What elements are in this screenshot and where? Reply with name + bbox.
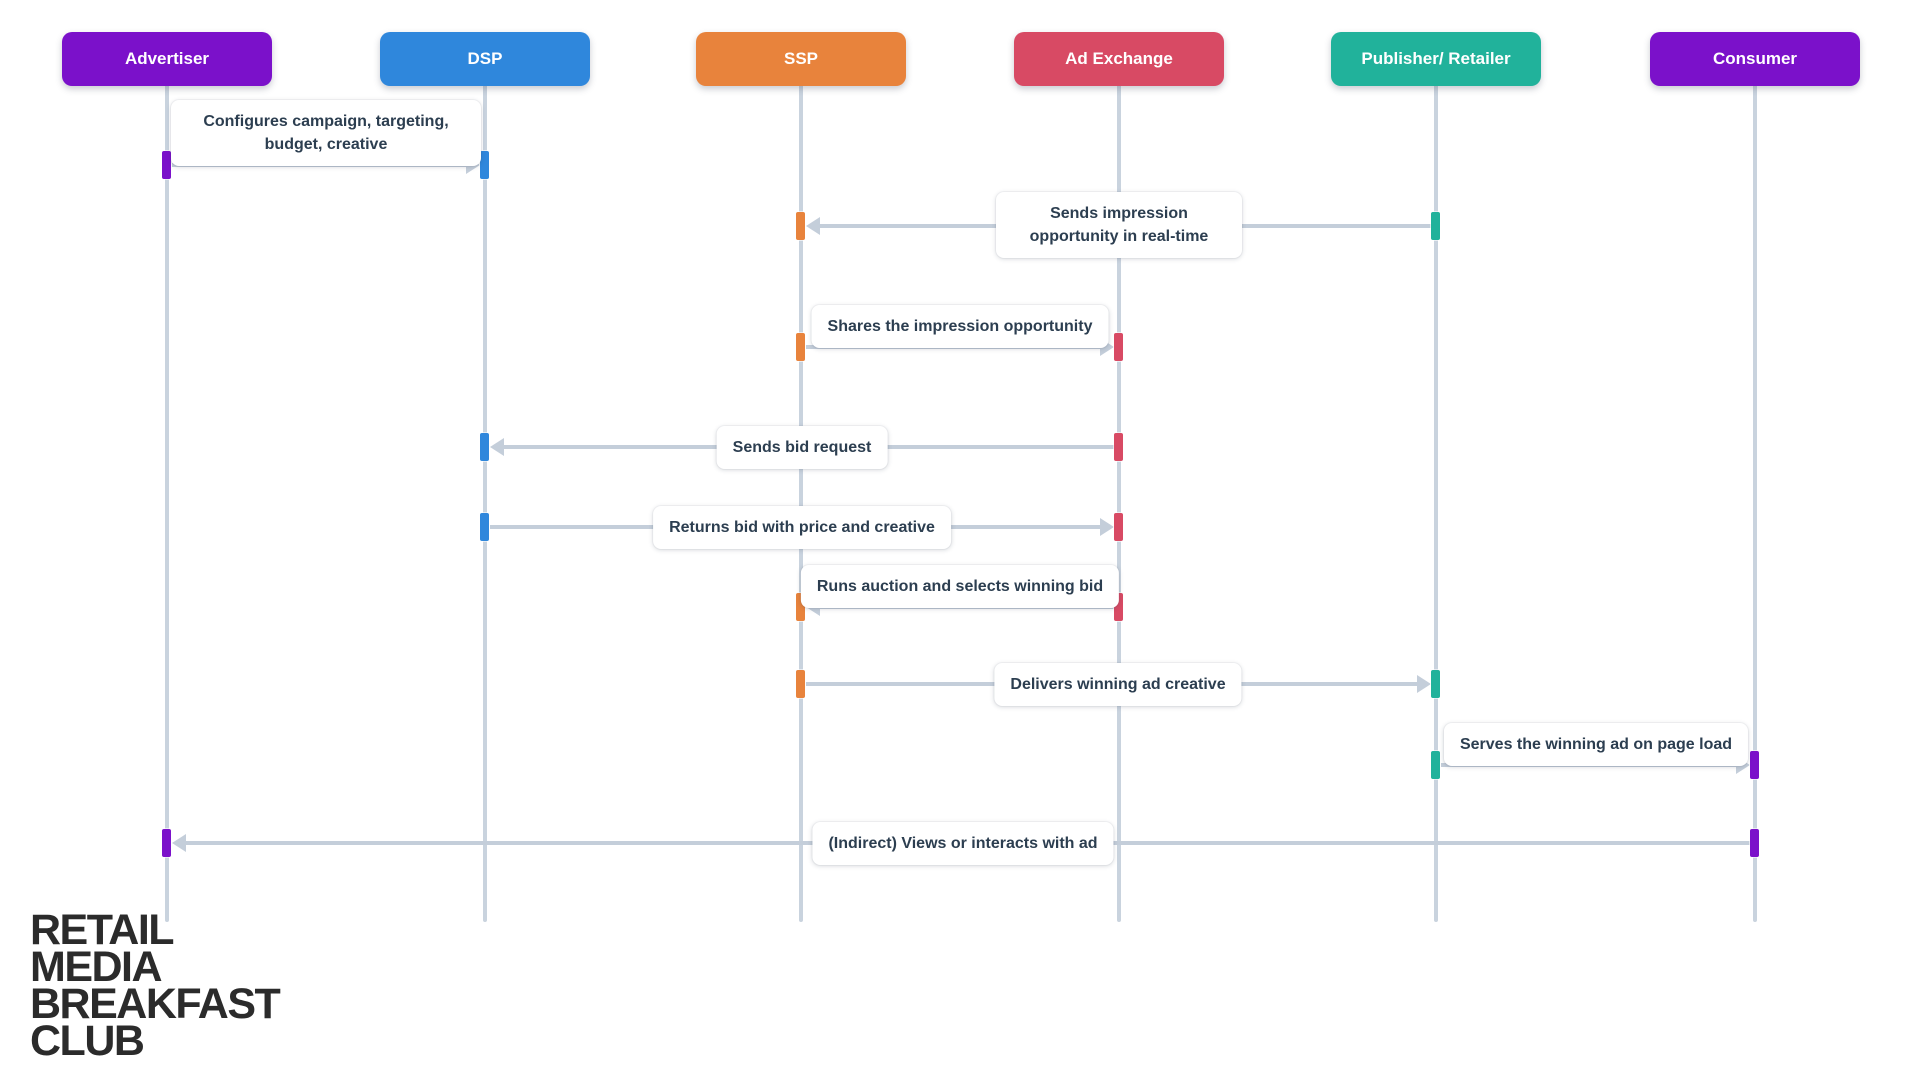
logo-line: RETAIL	[30, 906, 175, 954]
actor-box-consumer: Consumer	[1650, 32, 1860, 86]
message-label-7: Delivers winning ad creative	[994, 663, 1242, 707]
activation-bar-ad-exchange	[1114, 433, 1123, 461]
message-label-1: Configures campaign, targeting, budget, …	[171, 100, 481, 167]
actor-label-ad-exchange: Ad Exchange	[1065, 49, 1173, 68]
activation-bar-advertiser	[162, 151, 171, 179]
actor-box-dsp: DSP	[380, 32, 590, 86]
arrowhead-left-icon	[172, 834, 186, 852]
activation-bar-ad-exchange	[1114, 513, 1123, 541]
message-label-4: Sends bid request	[716, 426, 888, 470]
activation-bar-dsp	[480, 151, 489, 179]
actor-label-advertiser: Advertiser	[124, 49, 210, 68]
activation-bar-consumer	[1750, 751, 1759, 779]
activation-bar-dsp	[480, 513, 489, 541]
lifeline-ssp	[799, 84, 803, 922]
message-label-5: Returns bid with price and creative	[653, 506, 951, 550]
lifeline-publisher-retailer	[1434, 84, 1438, 922]
lifeline-consumer	[1753, 84, 1757, 922]
activation-bar-publisher-retailer	[1431, 670, 1440, 698]
actor-box-publisher-retailer: Publisher/ Retailer	[1331, 32, 1541, 86]
message-label-2: Sends impression opportunity in real-tim…	[996, 192, 1242, 259]
activation-bar-ad-exchange	[1114, 333, 1123, 361]
arrowhead-left-icon	[490, 438, 504, 456]
activation-bar-publisher-retailer	[1431, 751, 1440, 779]
lifeline-advertiser	[165, 84, 169, 922]
logo-line: BREAKFAST	[30, 979, 281, 1028]
actor-box-ssp: SSP	[696, 32, 906, 86]
activation-bar-ssp	[796, 333, 805, 361]
activation-bar-advertiser	[162, 829, 171, 857]
arrowhead-left-icon	[806, 217, 820, 235]
message-label-9: (Indirect) Views or interacts with ad	[812, 822, 1114, 866]
logo-line: MEDIA	[30, 942, 163, 991]
arrowhead-right-icon	[1417, 675, 1431, 693]
arrowhead-right-icon	[1100, 518, 1114, 536]
activation-bar-dsp	[480, 433, 489, 461]
logo-retail-media-breakfast-club: RETAIL MEDIA BREAKFAST CLUB	[30, 906, 281, 1065]
lifeline-dsp	[483, 84, 487, 922]
activation-bar-ssp	[796, 593, 805, 621]
message-label-3: Shares the impression opportunity	[811, 305, 1109, 349]
actor-label-ssp: SSP	[783, 49, 819, 68]
activation-bar-consumer	[1750, 829, 1759, 857]
lifeline-ad-exchange	[1117, 84, 1121, 922]
actor-label-consumer: Consumer	[1712, 49, 1798, 68]
logo-line: CLUB	[30, 1016, 145, 1065]
activation-bar-ssp	[796, 212, 805, 240]
actor-box-ad-exchange: Ad Exchange	[1014, 32, 1224, 86]
actor-label-dsp: DSP	[467, 49, 503, 68]
message-label-8: Serves the winning ad on page load	[1443, 723, 1749, 767]
actor-box-advertiser: Advertiser	[62, 32, 272, 86]
activation-bar-ad-exchange	[1114, 593, 1123, 621]
message-label-6: Runs auction and selects winning bid	[800, 565, 1120, 609]
actor-label-publisher-retailer: Publisher/ Retailer	[1361, 49, 1511, 68]
activation-bar-publisher-retailer	[1431, 212, 1440, 240]
activation-bar-ssp	[796, 670, 805, 698]
